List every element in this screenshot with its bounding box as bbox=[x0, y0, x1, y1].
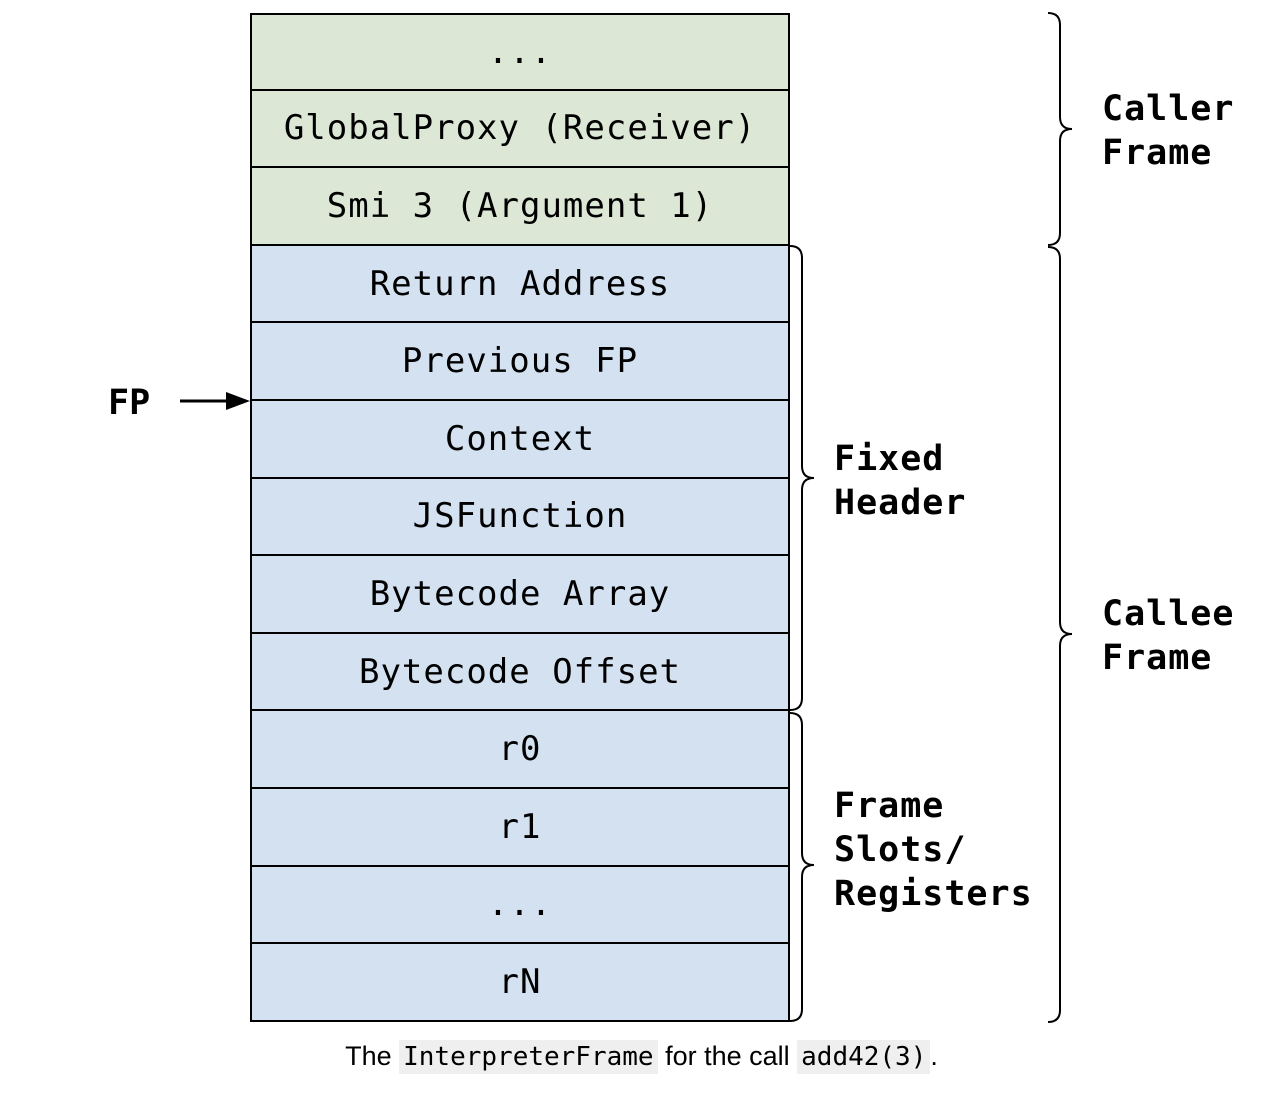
caption-prefix: The bbox=[345, 1041, 400, 1071]
fixed-header-label: Fixed Header bbox=[834, 439, 967, 523]
stack-slot: ... bbox=[250, 866, 790, 945]
caller-frame-label: Caller Frame bbox=[1102, 89, 1235, 173]
stack-slot: Return Address bbox=[250, 245, 790, 324]
stack-frame-diagram: ...GlobalProxy (Receiver)Smi 3 (Argument… bbox=[250, 13, 790, 1022]
stack-slot: GlobalProxy (Receiver) bbox=[250, 90, 790, 169]
figure-caption: The InterpreterFrame for the call add42(… bbox=[0, 1036, 1283, 1077]
stack-slot: Bytecode Array bbox=[250, 556, 790, 634]
callee-frame-label: Callee Frame bbox=[1102, 594, 1235, 678]
frame-slots-brace bbox=[789, 712, 815, 1022]
caption-code-call: add42(3) bbox=[797, 1040, 931, 1074]
fixed-header-brace bbox=[789, 245, 815, 711]
fp-pointer-label: FP bbox=[108, 383, 151, 423]
caption-code-interpreter-frame: InterpreterFrame bbox=[399, 1040, 658, 1074]
stack-slot: Smi 3 (Argument 1) bbox=[250, 168, 790, 246]
fp-arrow-head bbox=[226, 392, 250, 410]
stack-slot: ... bbox=[250, 13, 790, 91]
stack-slot: r1 bbox=[250, 788, 790, 867]
stack-slot: rN bbox=[250, 944, 790, 1022]
stack-slot: Context bbox=[250, 400, 790, 479]
caption-middle: for the call bbox=[657, 1041, 798, 1071]
callee-frame-brace bbox=[1047, 246, 1073, 1023]
frame-slots-label: Frame Slots/ Registers bbox=[834, 786, 1033, 914]
stack-slot: JSFunction bbox=[250, 478, 790, 557]
stack-slot: Previous FP bbox=[250, 323, 790, 401]
caption-suffix: . bbox=[930, 1041, 938, 1071]
stack-slot: r0 bbox=[250, 711, 790, 789]
caller-frame-brace bbox=[1047, 12, 1073, 246]
stack-slot: Bytecode Offset bbox=[250, 633, 790, 712]
